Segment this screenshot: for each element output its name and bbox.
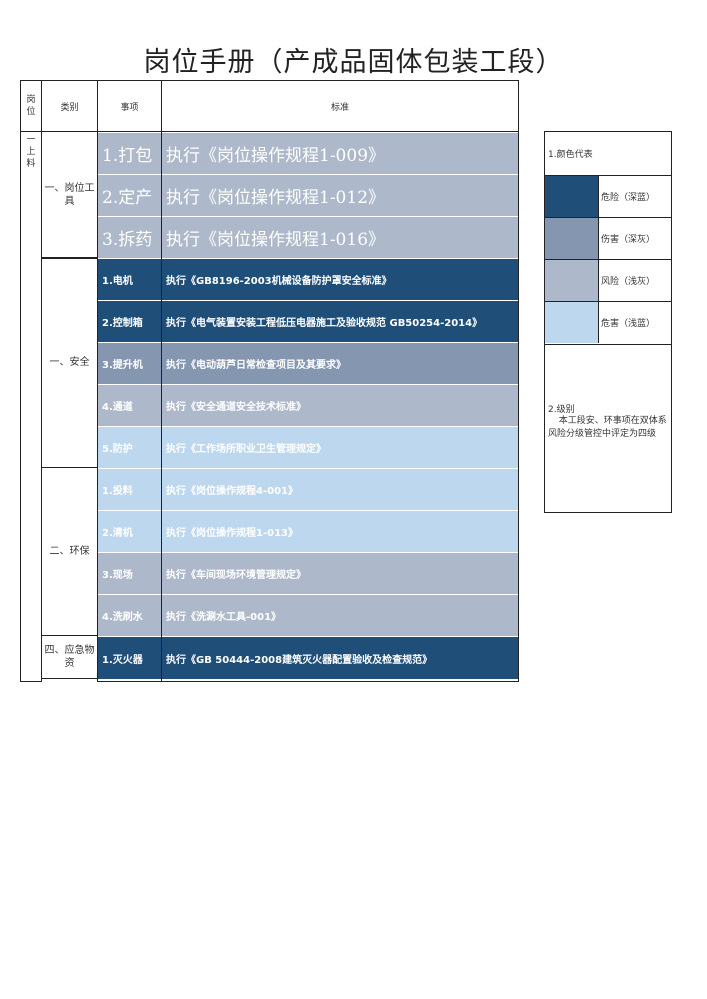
header-post: 岗位 [20,80,42,132]
legend-swatch [545,302,599,343]
legend-title: 1.颜色代表 [548,150,593,160]
legend-box: 1.颜色代表 危险（深蓝） 伤害（深灰） 风险（浅灰） 危害（浅蓝） 2.级别 本工段… [544,131,672,513]
legend-swatch [545,176,599,217]
standard-cell: 执行《电动葫芦日常检查项目及其要求》 [162,343,518,384]
level-title: 2.级别 [548,405,575,415]
legend-divider [545,344,671,345]
header-item: 事项 [97,80,162,132]
header-category: 类别 [41,80,98,132]
page-title: 岗位手册（产成品固体包装工段） [143,47,564,78]
item-cell: 1.投料 [98,469,161,510]
standard-cell: 执行《工作场所职业卫生管理规定》 [162,427,518,468]
category-cell: 四、应急物资 [41,635,98,679]
header-post-label: 岗位 [26,95,36,117]
category-cell: 一、安全 [41,257,98,468]
item-cell: 2.清机 [98,511,161,552]
standard-cell: 执行《洗涮水工具-001》 [162,595,518,636]
category-cell: 二、环保 [41,467,98,636]
column-separator [161,131,162,682]
standard-cell: 执行《电气装置安装工程低压电器施工及验收规范 GB50254-2014》 [162,301,518,342]
standard-cell: 执行《岗位操作规程1-009》 [162,133,518,174]
item-cell: 1.电机 [98,259,161,300]
legend-label: 危险（深蓝） [601,193,656,203]
legend-swatch [545,260,599,301]
category-cell: 一、岗位工具 [41,131,98,259]
item-cell: 5.防护 [98,427,161,468]
item-cell: 3.现场 [98,553,161,594]
item-cell: 4.洗刷水 [98,595,161,636]
level-text: 本工段安、环事项在双体系风险分级管控中评定为四级 [548,416,667,439]
legend-label: 伤害（深灰） [601,235,656,245]
standard-cell: 执行《岗位操作规程1-016》 [162,217,518,258]
legend-swatch [545,218,599,259]
item-cell: 2.控制箱 [98,301,161,342]
standard-cell: 执行《岗位操作规程1-013》 [162,511,518,552]
legend-label: 风险（浅灰） [601,277,656,287]
standard-cell: 执行《GB 50444-2008建筑灭火器配置验收及检查规范》 [162,637,518,679]
legend-label: 危害（浅蓝） [601,319,656,329]
standard-cell: 执行《GB8196-2003机械设备防护罩安全标准》 [162,259,518,300]
post-name: 一上料 [26,135,36,169]
legend-item: 危险（深蓝） [545,175,671,217]
rows-frame [97,131,519,682]
item-cell: 4.通道 [98,385,161,426]
standard-cell: 执行《车间现场环境管理规定》 [162,553,518,594]
item-cell: 3.提升机 [98,343,161,384]
item-cell: 1.灭火器 [98,637,161,679]
legend-item: 风险（浅灰） [545,259,671,301]
legend-item: 伤害（深灰） [545,217,671,259]
standard-cell: 执行《安全通道安全技术标准》 [162,385,518,426]
post-column: 一上料 [20,131,42,682]
header-standard: 标准 [161,80,519,132]
item-cell: 1.打包 [98,133,161,174]
standard-cell: 执行《岗位操作规程4-001》 [162,469,518,510]
standard-cell: 执行《岗位操作规程1-012》 [162,175,518,216]
item-cell: 2.定产 [98,175,161,216]
legend-item: 危害（浅蓝） [545,301,671,343]
item-cell: 3.拆药 [98,217,161,258]
